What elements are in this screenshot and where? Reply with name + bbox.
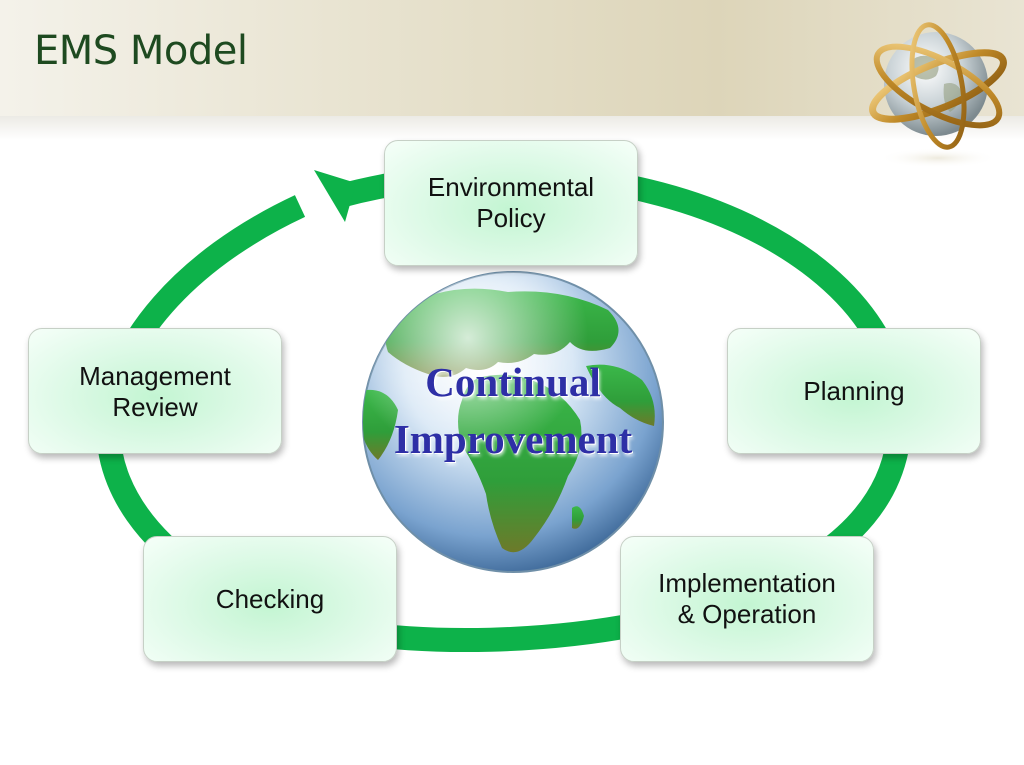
globe-logo-icon	[869, 22, 1007, 168]
slide-title: EMS Model	[34, 28, 248, 74]
center-label: Continual Improvement	[393, 359, 633, 462]
step-box-management-review: Management Review	[28, 328, 282, 454]
step-box-planning: Planning	[727, 328, 981, 454]
step-box-environmental-policy: Environmental Policy	[384, 140, 638, 266]
step-box-implementation-operation: Implementation & Operation	[620, 536, 874, 662]
earth-globe-icon	[362, 271, 664, 573]
step-box-checking: Checking	[143, 536, 397, 662]
cycle-arrowhead-icon	[314, 170, 356, 222]
header-shadow	[0, 116, 1024, 140]
header-band	[0, 0, 1024, 116]
